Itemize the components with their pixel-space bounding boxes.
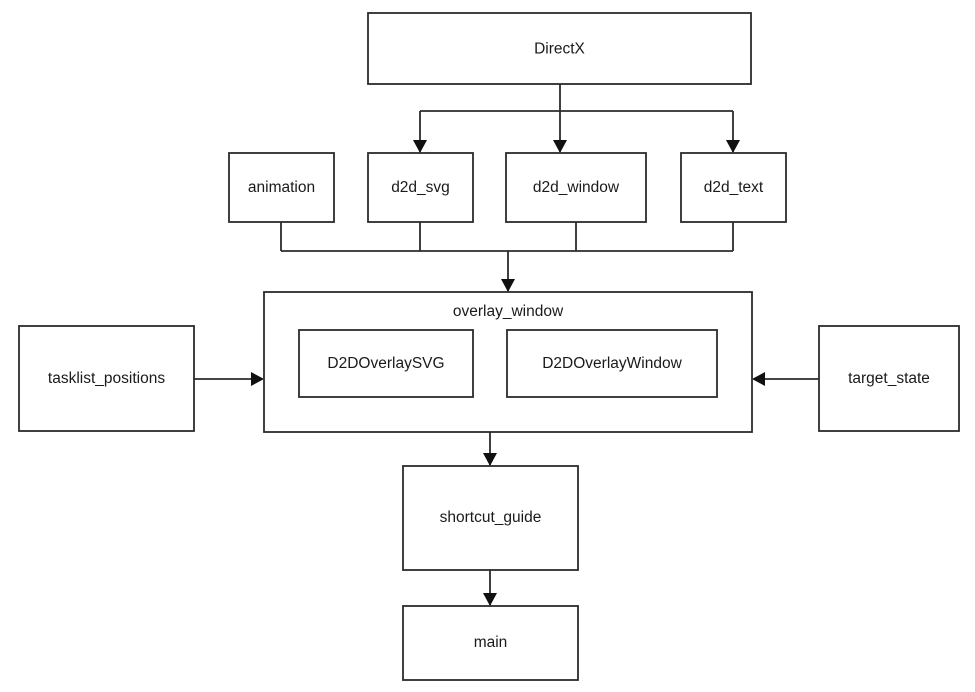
arrowhead-d2d-text	[726, 140, 740, 153]
node-d2d-text[interactable]: d2d_text	[680, 152, 787, 223]
node-shortcut-guide[interactable]: shortcut_guide	[402, 465, 579, 571]
arrowhead-shortcut-guide	[483, 453, 497, 466]
arrowhead-d2d-window	[553, 140, 567, 153]
node-directx-box[interactable]	[367, 12, 752, 85]
node-d2d-svg-label: d2d_svg	[391, 179, 450, 196]
node-main-label: main	[474, 634, 508, 651]
node-target-state-label: target_state	[848, 370, 930, 387]
node-overlay-window[interactable]: overlay_window D2DOverlaySVG D2DOverlayW…	[263, 291, 753, 433]
node-d2d-window-label: d2d_window	[533, 179, 620, 196]
node-target-state-box[interactable]	[818, 325, 960, 432]
arrowhead-overlay-window-top	[501, 279, 515, 292]
node-d2d-overlay-window[interactable]: D2DOverlayWindow	[506, 329, 718, 398]
node-main-box[interactable]	[402, 605, 579, 681]
arrowhead-d2d-svg	[413, 140, 427, 153]
node-animation-box[interactable]	[228, 152, 335, 223]
node-d2d-window-box[interactable]	[505, 152, 647, 223]
node-d2d-text-box[interactable]	[680, 152, 787, 223]
arrowhead-overlay-window-right	[752, 372, 765, 386]
node-d2d-overlay-window-label: D2DOverlayWindow	[542, 355, 682, 372]
node-animation[interactable]: animation	[228, 152, 335, 223]
node-d2d-overlay-svg[interactable]: D2DOverlaySVG	[298, 329, 474, 398]
node-overlay-window-label: overlay_window	[453, 303, 564, 320]
node-directx[interactable]: DirectX	[367, 12, 752, 85]
node-d2d-text-label: d2d_text	[704, 179, 764, 196]
node-d2d-svg-box[interactable]	[367, 152, 474, 223]
node-shortcut-guide-box[interactable]	[402, 465, 579, 571]
node-d2d-overlay-svg-box[interactable]	[298, 329, 474, 398]
node-directx-label: DirectX	[534, 41, 585, 58]
node-tasklist-positions-box[interactable]	[18, 325, 195, 432]
node-d2d-overlay-window-box[interactable]	[506, 329, 718, 398]
node-d2d-window[interactable]: d2d_window	[505, 152, 647, 223]
edge-layer	[194, 84, 819, 606]
arrowhead-main	[483, 593, 497, 606]
node-d2d-overlay-svg-label: D2DOverlaySVG	[327, 355, 444, 372]
node-shortcut-guide-label: shortcut_guide	[440, 509, 542, 526]
arrowhead-overlay-window-left	[251, 372, 264, 386]
node-tasklist-positions-label: tasklist_positions	[48, 370, 165, 387]
node-target-state[interactable]: target_state	[818, 325, 960, 432]
node-d2d-svg[interactable]: d2d_svg	[367, 152, 474, 223]
node-animation-label: animation	[248, 179, 315, 196]
node-tasklist-positions[interactable]: tasklist_positions	[18, 325, 195, 432]
node-main[interactable]: main	[402, 605, 579, 681]
